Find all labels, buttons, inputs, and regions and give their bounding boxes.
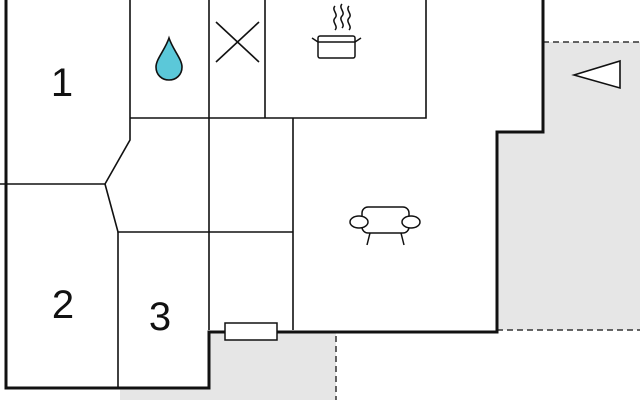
- sofa-icon: [349, 206, 421, 246]
- north-arrow-icon: [571, 59, 621, 90]
- cooking-pot-icon: [311, 3, 362, 59]
- exterior-walls: [4, 0, 545, 390]
- water-drop-icon: [155, 35, 183, 81]
- terrace-right: [497, 41, 640, 331]
- room-label-1: 1: [51, 61, 73, 105]
- room-label-3: 3: [149, 295, 171, 339]
- x-mark-icon: [215, 21, 260, 63]
- interior-walls: [0, 0, 427, 388]
- room-label-2: 2: [52, 283, 74, 327]
- door-icon: [224, 322, 278, 341]
- terrace-bottom: [120, 332, 337, 400]
